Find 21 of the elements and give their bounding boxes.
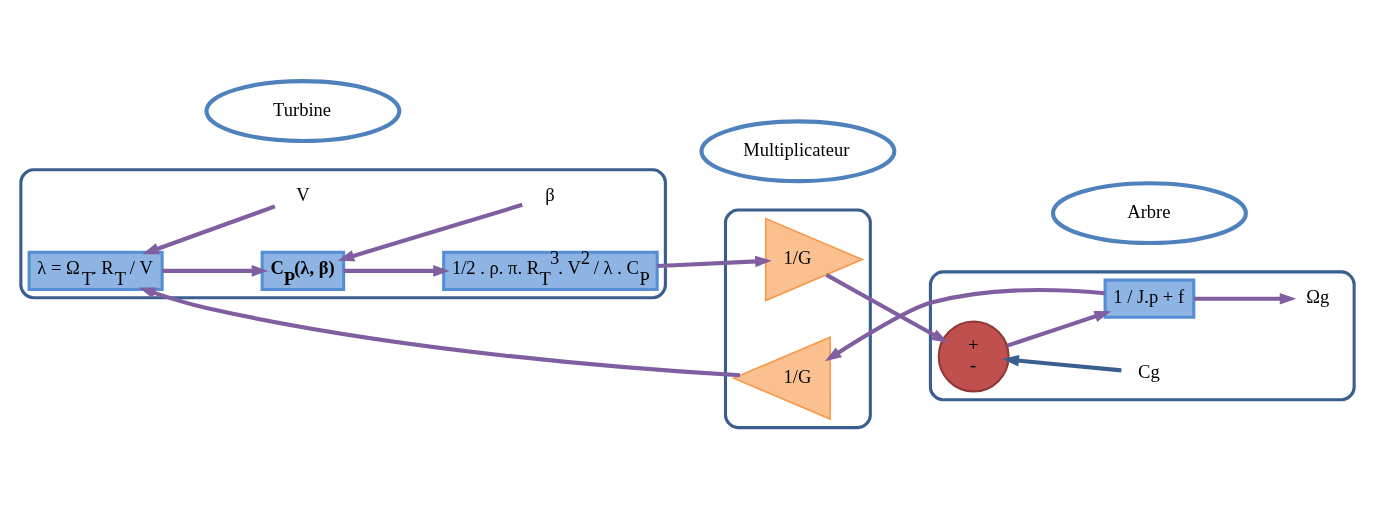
- arrow: [162, 265, 269, 277]
- node-text: Ωg: [1306, 286, 1330, 308]
- arrow: [1193, 292, 1297, 305]
- node-text: Cg: [1138, 360, 1160, 382]
- arrow: [825, 273, 949, 343]
- cluster: [723, 208, 872, 430]
- arrow: [657, 255, 772, 269]
- arrow: [1002, 354, 1122, 373]
- arrow: [138, 287, 741, 378]
- node-circle: + -: [937, 320, 1010, 393]
- arrow: [824, 288, 1106, 362]
- node-ellipse: Turbine: [204, 79, 402, 143]
- node-text: β: [545, 184, 555, 206]
- node-ellipse: Arbre: [1050, 181, 1248, 246]
- node-text: V: [296, 184, 310, 206]
- arrow: [142, 204, 276, 255]
- node-box: 1 / J.p + f: [1103, 278, 1196, 319]
- arrow: [337, 202, 523, 262]
- arrow: [343, 265, 450, 277]
- arrow: [1006, 310, 1111, 348]
- node-ellipse: Multiplicateur: [699, 119, 897, 184]
